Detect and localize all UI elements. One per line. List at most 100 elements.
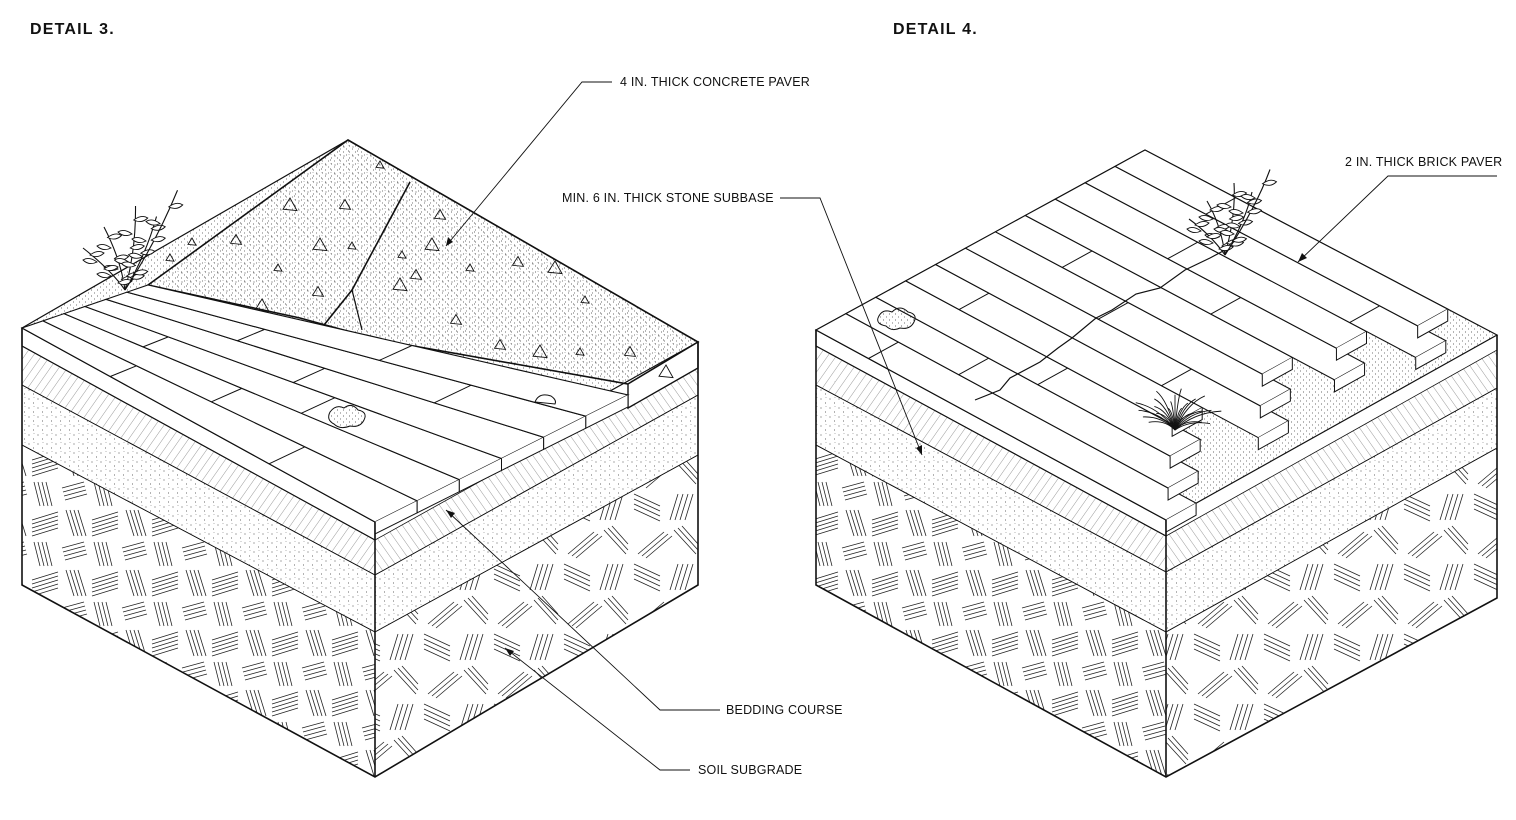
leader-arrowhead: [1298, 253, 1307, 262]
brick-paver-end: [1417, 309, 1449, 339]
aggregate-triangle: [658, 364, 674, 379]
aggregate-triangle: [312, 237, 328, 252]
detail-3-block: [20, 139, 700, 778]
aggregate-triangle: [311, 285, 325, 297]
d3-pebble: [534, 394, 556, 405]
aggregate-triangle: [187, 237, 197, 246]
leader-arrowhead: [446, 237, 453, 246]
grass-blade: [1135, 402, 1176, 431]
aggregate-triangle: [424, 237, 440, 252]
brick-paver-end: [1257, 420, 1289, 451]
plant-leaf: [132, 269, 149, 276]
plant-leaf: [1228, 208, 1244, 216]
plant-leaf: [131, 236, 147, 244]
callout-bedding-course-label: BEDDING COURSE: [726, 703, 843, 717]
leader-stone-subbase: [780, 197, 923, 456]
plant-leaf: [1246, 198, 1263, 205]
callout-brick-paver: 2 IN. THICK BRICK PAVER: [1297, 155, 1502, 263]
plant-leaf: [1206, 232, 1222, 240]
callout-bedding-course: BEDDING COURSE: [445, 509, 843, 717]
plant-leaf: [82, 257, 98, 265]
plant-leaf: [1216, 202, 1232, 210]
plant-leaf: [1194, 220, 1210, 228]
plant-leaf: [1219, 229, 1235, 237]
brick-joint: [1167, 241, 1198, 260]
brick-paver-end: [1261, 357, 1293, 387]
leader-brick-paver: [1297, 175, 1497, 263]
callout-concrete-paver: 4 IN. THICK CONCRETE PAVER: [445, 75, 810, 247]
aggregate-triangle: [623, 345, 637, 357]
aggregate-triangle: [580, 295, 590, 304]
detail-4-title: DETAIL 4.: [893, 21, 978, 38]
aggregate-triangle: [409, 268, 423, 280]
brick-joint: [958, 357, 989, 376]
callout-concrete-paver-label: 4 IN. THICK CONCRETE PAVER: [620, 75, 810, 89]
plant-leaf: [103, 264, 119, 272]
brick-joint: [268, 446, 306, 465]
leader-arrowhead: [916, 445, 922, 455]
plant-leaf: [1186, 226, 1202, 234]
brick-paver-end: [1333, 363, 1366, 393]
brick-joint: [379, 345, 413, 361]
brick-joint: [1037, 367, 1068, 386]
leader-bedding-course: [445, 509, 720, 711]
brick-joint: [1161, 368, 1192, 387]
callout-stone-subbase: MIN. 6 IN. THICK STONE SUBBASE: [562, 191, 923, 456]
brick-paver-strip: [964, 231, 1292, 407]
brick-joint: [958, 292, 990, 311]
brick-joint: [142, 336, 169, 348]
brick-joint: [1210, 297, 1242, 315]
aggregate-triangle: [229, 233, 243, 245]
plant-leaf: [1228, 214, 1245, 222]
plant-leaf: [106, 233, 123, 240]
brick-paver-end: [1415, 340, 1447, 371]
detail-3-title: DETAIL 3.: [30, 21, 115, 38]
brick-joint: [237, 328, 265, 342]
brick-joint: [300, 397, 336, 414]
leader-concrete-paver: [445, 81, 612, 247]
brick-joint: [434, 384, 472, 404]
aggregate-triangle: [347, 241, 357, 250]
plant-leaf: [96, 243, 112, 251]
brick-paver-end: [1335, 331, 1367, 362]
plant-leaf: [96, 271, 112, 279]
callout-soil-subgrade: SOIL SUBGRADE: [504, 647, 802, 777]
plant-leaf: [129, 243, 145, 251]
brick-joint: [1349, 305, 1380, 323]
brick-paver-end: [1259, 389, 1291, 419]
d3-brick-pavers: [20, 284, 630, 535]
aggregate-triangle: [273, 263, 283, 272]
aggregate-triangle: [465, 263, 475, 272]
brick-joint: [110, 365, 137, 377]
aggregate-triangle: [493, 338, 507, 350]
aggregate-triangle: [433, 208, 447, 220]
d3-aggregate-marks: [165, 160, 674, 379]
aggregate-triangle: [511, 255, 525, 267]
plant-leaf: [117, 278, 133, 286]
plant-leaf: [167, 202, 184, 209]
d4-moss-patch: [877, 307, 916, 331]
plant-leaf: [1225, 222, 1241, 229]
brick-paver-end: [1169, 439, 1201, 469]
brick-joint: [293, 367, 326, 383]
aggregate-triangle: [575, 347, 585, 356]
d4-weed-plant: [1186, 169, 1278, 256]
aggregate-triangle: [375, 160, 385, 169]
plant-leaf: [132, 215, 149, 223]
plant-leaf: [127, 252, 144, 259]
brick-joint: [1097, 302, 1129, 320]
d3-weed-plant: [82, 190, 184, 291]
aggregate-triangle: [392, 277, 408, 292]
aggregate-triangle: [282, 197, 298, 212]
plant-leaf: [1246, 208, 1263, 215]
plant-leaf: [1240, 193, 1256, 201]
plant-leaf: [1198, 214, 1214, 222]
plant-leaf: [89, 250, 105, 258]
d3-moss-patch: [328, 404, 366, 429]
grass-blade: [1156, 390, 1176, 431]
aggregate-triangle: [165, 253, 175, 262]
leader-arrowhead: [446, 510, 455, 518]
plant-leaf: [145, 219, 161, 226]
